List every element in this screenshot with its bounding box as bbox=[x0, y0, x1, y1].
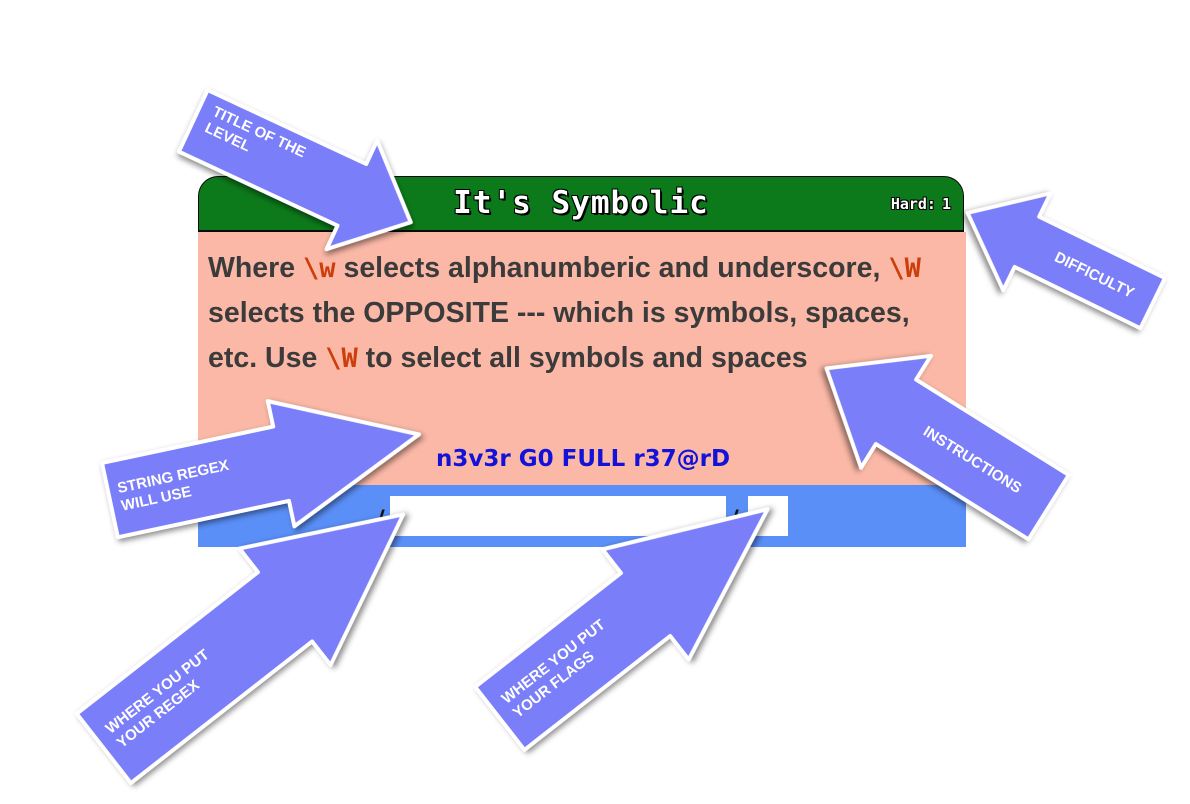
regex-input[interactable] bbox=[390, 496, 726, 536]
regex-callout-arrow: WHERE YOU PUT YOUR REGEX bbox=[74, 512, 406, 786]
instructions-text-3: selects the OPPOSITE --- which is symbol… bbox=[208, 297, 910, 374]
test-string: n3v3r G0 FULL r37@rD bbox=[436, 446, 731, 472]
arrow-shape bbox=[473, 507, 770, 752]
instructions-text-2: selects alphanumberic and underscore, bbox=[335, 252, 889, 284]
title-callout-arrow: TITLE OF THE LEVEL bbox=[176, 88, 413, 252]
instructions-callout-arrow: INSTRUCTIONS bbox=[824, 353, 1071, 542]
difficulty-value: 1 bbox=[941, 195, 951, 213]
level-title: It's Symbolic bbox=[453, 185, 709, 221]
instructions-text-1: Where bbox=[208, 252, 304, 284]
difficulty-label: Hard: bbox=[890, 195, 936, 213]
string-callout-arrow: STRING REGEX WILL USE bbox=[100, 399, 422, 540]
arrow-shape bbox=[74, 512, 406, 786]
instructions-code-2: \W bbox=[888, 253, 921, 284]
flags-callout-arrow: WHERE YOU PUT YOUR FLAGS bbox=[473, 507, 770, 752]
arrow-shape bbox=[824, 353, 1071, 542]
difficulty-callout-arrow: DIFFICULTY bbox=[965, 191, 1168, 331]
arrow-shape bbox=[176, 88, 413, 252]
arrow-shape bbox=[100, 399, 422, 540]
instructions-code-3: \W bbox=[325, 343, 358, 374]
instructions-text-4: to select all symbols and spaces bbox=[357, 342, 808, 374]
level-instructions: Where \w selects alphanumberic and under… bbox=[208, 246, 948, 381]
difficulty-indicator: Hard: 1 bbox=[891, 195, 951, 213]
instructions-code-1: \w bbox=[303, 253, 336, 284]
arrow-shape bbox=[965, 191, 1168, 331]
